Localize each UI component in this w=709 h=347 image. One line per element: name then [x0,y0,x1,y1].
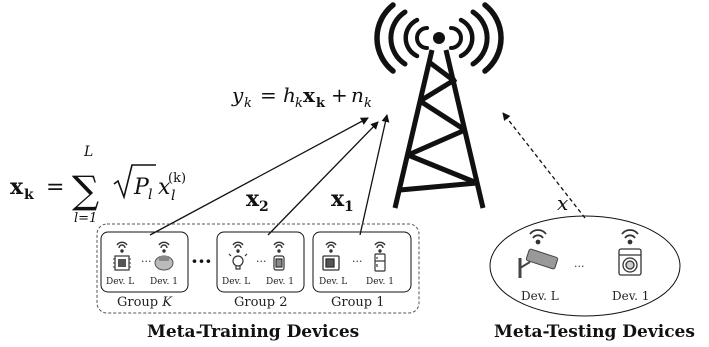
robot-vacuum-icon [154,255,174,271]
svg-text:···: ··· [141,255,152,268]
svg-text:(k): (k) [168,171,186,186]
meta-testing-devices: ··· Dev. L Dev. 1 [518,229,649,303]
svg-text:x: x [303,83,316,107]
svg-text:h: h [283,83,296,107]
svg-text:l: l [148,187,152,203]
wifi-icon [232,241,244,253]
svg-text:k: k [364,96,372,111]
group-2-label: Group 2 [234,295,288,310]
group-1: ··· Dev. L Dev. 1 Group 1 [312,231,412,310]
label-x1: x [331,186,345,212]
svg-text:···: ··· [352,255,363,268]
wifi-icon [273,241,285,253]
svg-text:Dev. 1: Dev. 1 [266,277,294,287]
wifi-icon [374,241,386,253]
svg-text:2: 2 [259,199,269,215]
refrigerator-icon [374,253,386,272]
meta-training-container [96,223,420,314]
microchip-icon [113,255,131,271]
arrow-meta-testing [502,112,586,219]
svg-text:P: P [133,175,150,200]
svg-text:=: = [46,175,64,200]
svg-text:Dev. 1: Dev. 1 [366,277,394,287]
wifi-icon [621,229,639,245]
wifi-icon [158,241,170,253]
group-2: ··· Dev. L Dev. 1 Group 2 [216,231,305,310]
svg-text:Dev. 1: Dev. 1 [612,289,649,303]
wifi-icon [529,229,547,245]
svg-text:n: n [351,83,364,107]
svg-text:Dev. L: Dev. L [106,277,134,287]
svg-text:x: x [10,174,24,200]
svg-text:k: k [316,96,326,111]
wifi-icon [325,241,337,253]
arrow-group-k [149,117,369,236]
svg-text:L: L [83,144,93,160]
svg-text:k: k [244,96,252,111]
meta-training-title: Meta-Training Devices [147,322,359,342]
label-x2: x [246,186,260,212]
svg-text:Dev. 1: Dev. 1 [150,277,178,287]
label-x-test: x [557,191,568,215]
group-k: ··· Dev. L Dev. 1 Group K [100,231,189,310]
svg-text:k: k [24,187,34,203]
wifi-icon [116,241,128,253]
svg-text:1: 1 [344,199,354,215]
received-signal-equation: y k = h k x k + n k [231,83,372,111]
meta-testing-container [489,215,681,317]
light-bulb-icon [228,251,248,270]
svg-text:x: x [158,175,171,200]
washing-machine-icon [618,248,642,276]
svg-text:k: k [295,96,303,111]
svg-text:Dev. L: Dev. L [222,277,250,287]
svg-text:···: ··· [574,260,585,273]
svg-text:l=1: l=1 [74,211,97,226]
group-1-label: Group 1 [331,295,385,310]
arrow-group-2 [267,121,379,236]
between-groups-dots: ··· [191,249,212,273]
svg-text:Dev. L: Dev. L [521,289,559,303]
sum-symbol: ∑ [72,168,99,212]
microwave-icon [322,255,340,271]
arrow-group-1 [359,114,390,236]
svg-text:Dev. L: Dev. L [319,277,347,287]
eq-y: y [231,83,244,107]
superposition-equation: x k = L ∑ l=1 P l x l (k) [10,144,186,226]
base-station-tower-icon [374,2,504,209]
radio-waves-icon [374,2,504,74]
smart-plug-icon [273,255,285,271]
group-k-label: Group K [117,295,173,310]
uplink-arrows [149,112,586,236]
meta-testing-title: Meta-Testing Devices [494,322,695,342]
svg-text:=: = [260,83,277,107]
security-camera-icon [518,248,559,278]
svg-text:···: ··· [256,255,267,268]
svg-text:+: + [331,83,348,107]
svg-text:l: l [171,188,175,204]
